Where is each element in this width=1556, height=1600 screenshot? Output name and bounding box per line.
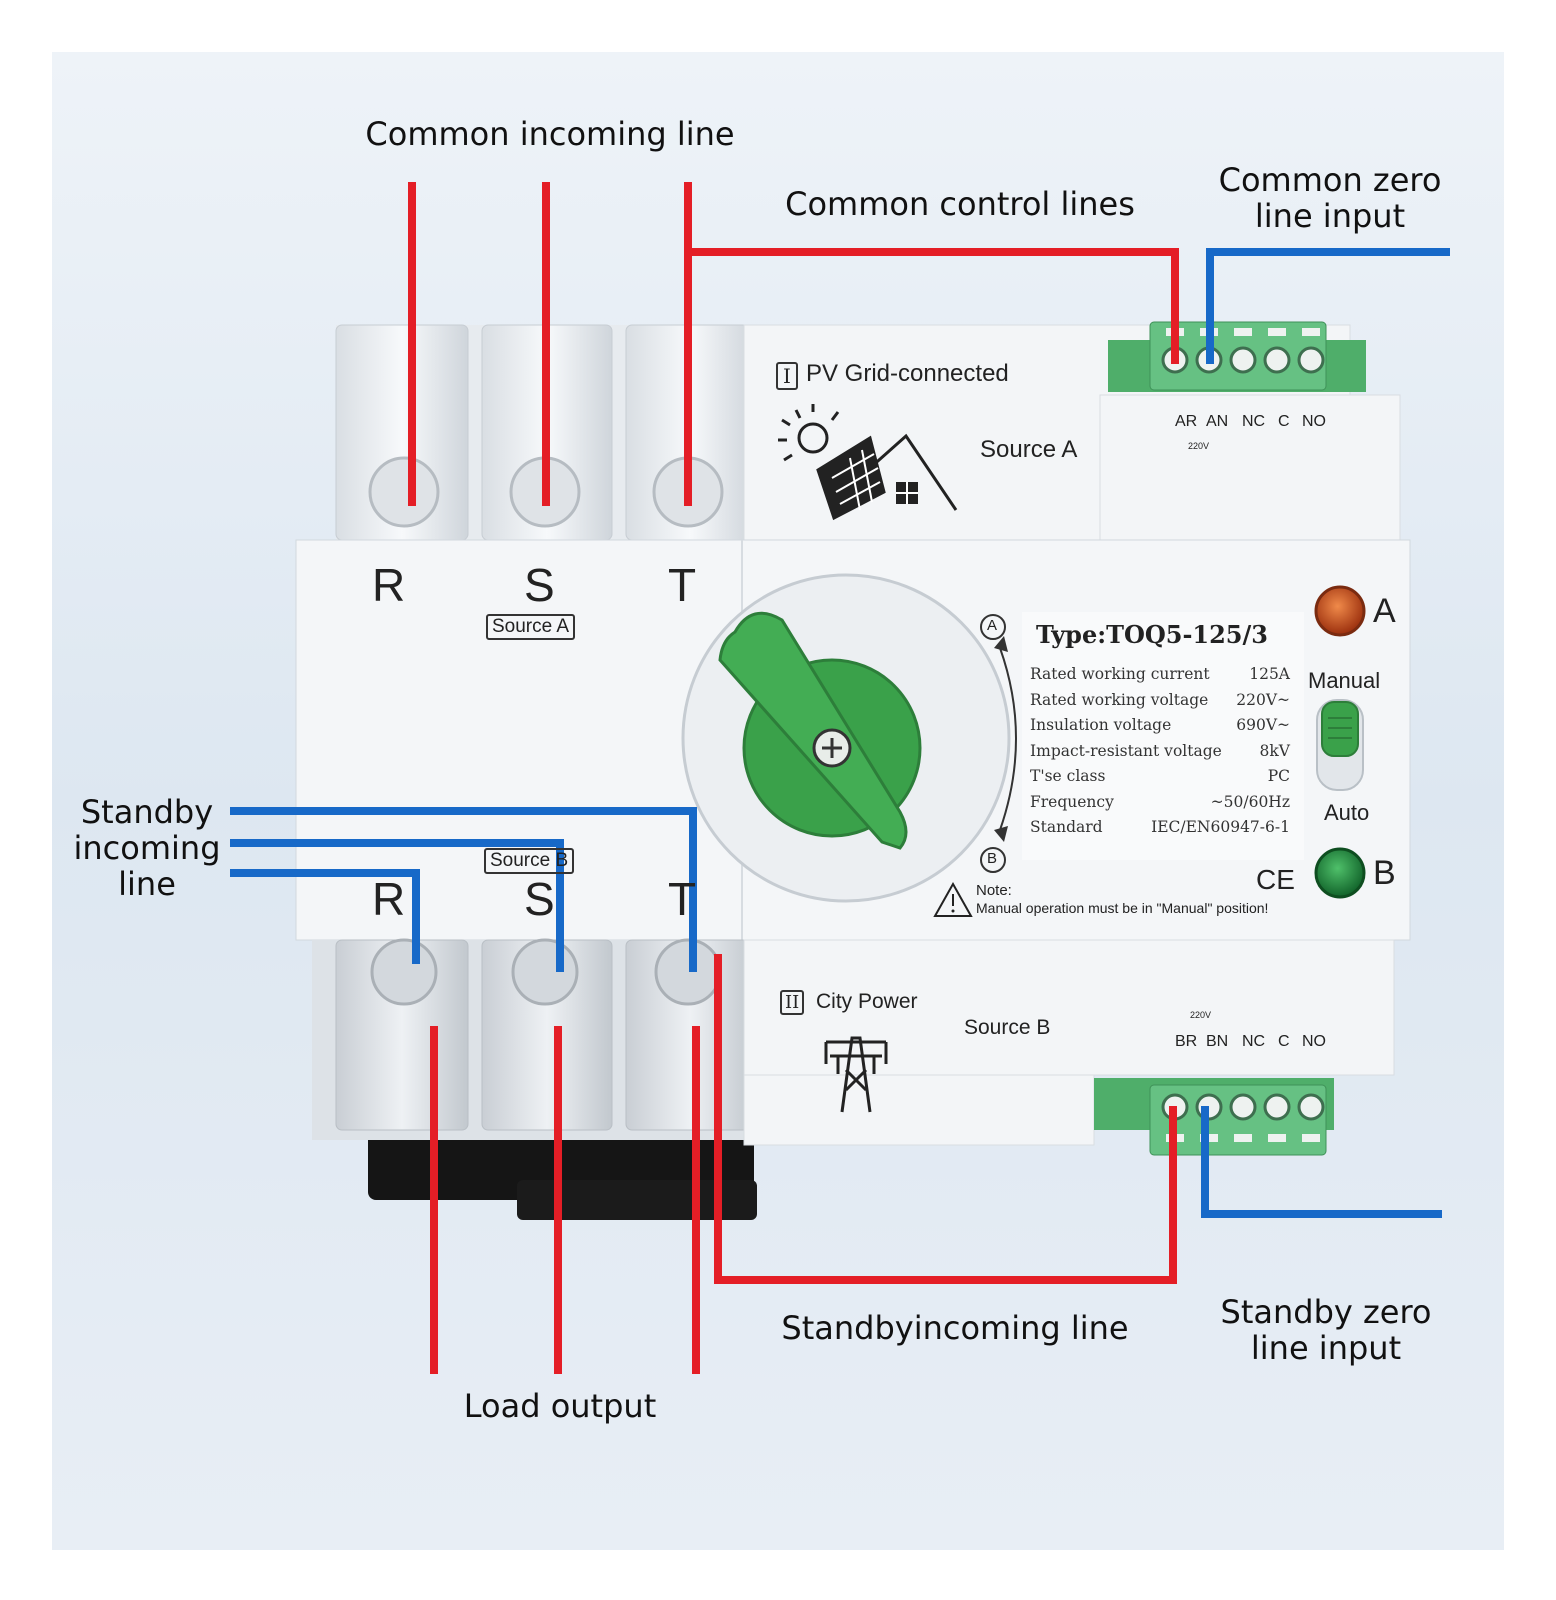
- spec-value: 125A: [1249, 665, 1290, 683]
- terminal-bottom-nc: NC: [1242, 1033, 1266, 1050]
- terminal-top-ar: AR: [1175, 413, 1198, 430]
- callout-standby-zero-line-input-1: Standby zero: [1220, 1293, 1432, 1331]
- spec-label: Standard: [1030, 818, 1103, 836]
- wire-standby-incoming-1: [230, 807, 697, 972]
- wire-standbyincoming-red: [714, 954, 1177, 1284]
- pv-roman-numeral: I: [776, 362, 798, 390]
- terminal-bottom-no: NO: [1302, 1033, 1326, 1050]
- spec-row: Impact-resistant voltage 8kV: [1030, 739, 1290, 765]
- manual-label: Manual: [1308, 668, 1381, 693]
- wire-common-control: [684, 248, 1179, 364]
- spec-row: T'se class PC: [1030, 764, 1290, 790]
- indicator-a-label: A: [1373, 592, 1396, 630]
- terminal-bottom-br: BR: [1175, 1033, 1198, 1050]
- spec-row: Frequency ~50/60Hz: [1030, 790, 1290, 816]
- callout-common-control-lines: Common control lines: [785, 185, 1135, 223]
- spec-value: PC: [1267, 767, 1290, 785]
- bottom-phase-r: R: [372, 873, 406, 925]
- indicator-b-led: [1314, 847, 1366, 899]
- bottom-screw-s: [511, 938, 579, 1006]
- callout-standbyincoming-line: Standbyincoming line: [781, 1309, 1129, 1347]
- dial-arc: [999, 647, 1017, 831]
- power-pylon-icon: [824, 1036, 888, 1113]
- spec-label: Insulation voltage: [1030, 716, 1172, 734]
- top-phase-r: R: [372, 559, 406, 611]
- dial-a-label: A: [987, 617, 998, 634]
- wire-standby-incoming-2: [230, 839, 564, 972]
- wires: [230, 182, 1450, 1374]
- spec-label: Frequency: [1030, 792, 1114, 811]
- source-b-label: Source B: [964, 1016, 1051, 1039]
- callout-standby-incoming-line-2: incoming: [73, 829, 221, 867]
- source-a-badge: Source A: [486, 614, 576, 640]
- wire-standby-incoming-3: [230, 869, 420, 964]
- indicator-b-label: B: [1373, 854, 1396, 892]
- callout-standby-incoming-line-3: line: [118, 865, 176, 903]
- spec-value: ~50/60Hz: [1210, 792, 1290, 811]
- terminal-top-an: AN: [1206, 413, 1229, 430]
- spec-table: Rated working current 125A Rated working …: [1030, 662, 1290, 841]
- source-b-badge: Source B: [484, 848, 575, 874]
- top-phase-t: T: [668, 559, 697, 611]
- callout-common-zero-line-input-2: line input: [1254, 197, 1406, 235]
- pv-grid-connected-label: PV Grid-connected: [806, 360, 1009, 387]
- spec-row: Rated working current 125A: [1030, 662, 1290, 688]
- spec-value: 690V~: [1236, 716, 1290, 734]
- source-b-module-lower: [743, 1074, 1095, 1146]
- terminal-bottom-c: C: [1278, 1033, 1290, 1050]
- spec-row: Rated working voltage 220V~: [1030, 688, 1290, 714]
- spec-label: Impact-resistant voltage: [1030, 741, 1222, 760]
- spec-value: 220V~: [1236, 690, 1290, 709]
- callout-standby-incoming-line-1: Standby: [80, 793, 214, 831]
- indicator-a-led: [1314, 585, 1366, 637]
- note-title: Note:: [976, 882, 1012, 899]
- source-b-module: [743, 939, 1395, 1076]
- callout-common-incoming-line: Common incoming line: [365, 115, 735, 153]
- callout-standby-zero-line-input-2: line input: [1250, 1329, 1402, 1367]
- spec-label: Rated working current: [1030, 665, 1210, 683]
- spec-label: Rated working voltage: [1030, 690, 1209, 709]
- terminal-top-voltage: 220V: [1188, 441, 1210, 451]
- callout-load-output: Load output: [463, 1387, 657, 1425]
- top-phase-s: S: [524, 559, 555, 611]
- source-a-module-step: [1099, 394, 1401, 546]
- spec-row: Insulation voltage 690V~: [1030, 713, 1290, 739]
- terminal-top-no: NO: [1302, 413, 1326, 430]
- bottom-phase-t: T: [668, 873, 697, 925]
- spec-label: [1022, 612, 1304, 860]
- type-label: Type:TOQ5-125/3: [1036, 620, 1268, 649]
- source-a-label: Source A: [980, 436, 1078, 463]
- warning-icon: [933, 881, 973, 917]
- dial-a-circle: [980, 614, 1006, 640]
- terminal-top-c: C: [1278, 413, 1290, 430]
- spec-label: T'se class: [1030, 767, 1106, 785]
- rotary-handle[interactable]: [718, 611, 908, 850]
- bottom-screw-r: [370, 938, 438, 1006]
- ce-mark: CE: [1256, 864, 1295, 895]
- terminal-bottom-bn: BN: [1206, 1033, 1229, 1050]
- spec-value: IEC/EN60947-6-1: [1151, 818, 1290, 836]
- callout-common-zero-line-input-1: Common zero: [1218, 161, 1442, 199]
- wire-common-zero: [1206, 248, 1450, 364]
- bottom-phase-s: S: [524, 873, 555, 925]
- dial-b-circle: [980, 847, 1006, 873]
- city-power-label: City Power: [816, 990, 918, 1013]
- city-roman-numeral: II: [780, 990, 805, 1015]
- dial-b-label: B: [987, 850, 998, 867]
- bottom-screw-t: [654, 938, 722, 1006]
- terminal-bottom-voltage: 220V: [1190, 1010, 1212, 1020]
- spec-value: 8kV: [1259, 741, 1290, 760]
- auto-label: Auto: [1324, 800, 1370, 825]
- top-screw-r: [368, 456, 440, 528]
- terminal-top-nc: NC: [1242, 413, 1266, 430]
- wire-standby-zero: [1201, 1106, 1442, 1218]
- note-text: Manual operation must be in "Manual" pos…: [976, 900, 1269, 916]
- spec-row: Standard IEC/EN60947-6-1: [1030, 815, 1290, 841]
